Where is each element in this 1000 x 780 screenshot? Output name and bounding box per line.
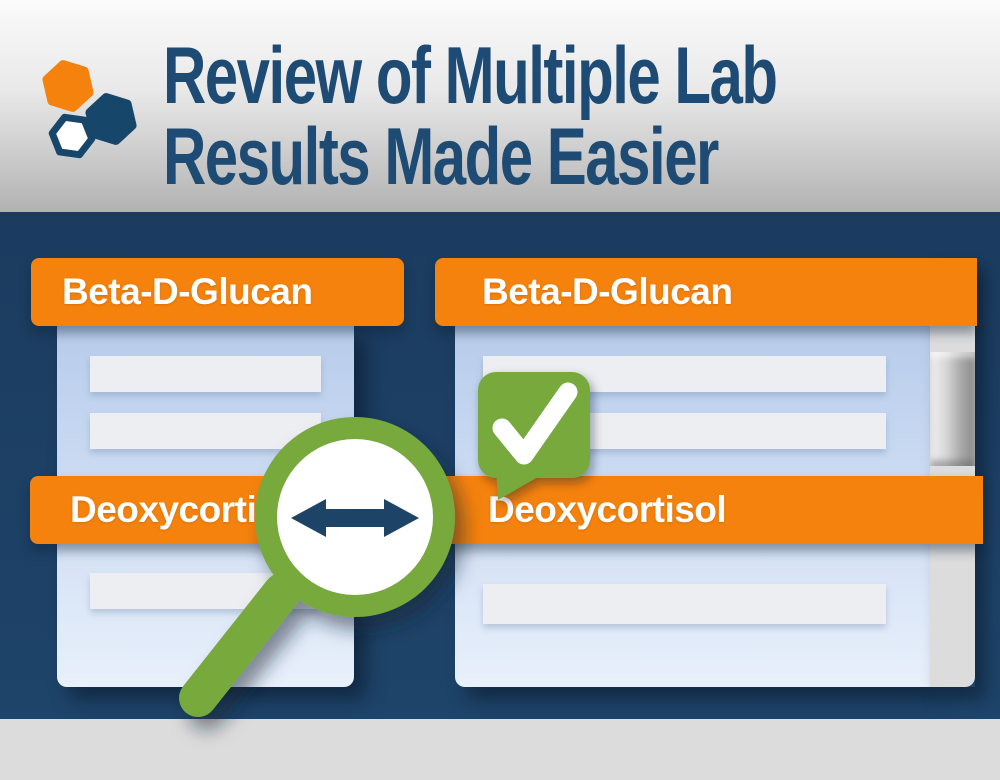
hexagon-white	[48, 113, 96, 159]
page-title-line-2: Results Made Easier	[163, 112, 719, 202]
hexagon-orange	[42, 60, 94, 112]
test-name-label: Beta-D-Glucan	[482, 271, 733, 312]
test-name-label: Deoxycortisol	[488, 489, 727, 530]
magnifier-icon	[179, 417, 455, 717]
hexagon-cluster-logo-icon	[42, 60, 137, 159]
header-band: Review of Multiple Lab Results Made Easi…	[0, 0, 1000, 212]
checkmark-icon	[492, 382, 578, 465]
placeholder-row	[90, 356, 321, 392]
test-name-label: Beta-D-Glucan	[62, 271, 313, 312]
magnifier-handle	[179, 573, 301, 717]
scrollbar-thumb	[930, 352, 975, 466]
placeholder-row	[483, 584, 886, 624]
checkmark-badge-icon	[478, 372, 590, 500]
right-panel-test-header: Beta-D-Glucan	[435, 258, 977, 326]
left-panel-test-header: Beta-D-Glucan	[31, 258, 404, 326]
hexagon-navy	[85, 93, 137, 145]
placeholder-row	[90, 413, 321, 449]
footer-band	[0, 719, 1000, 780]
right-panel-test-row: Deoxycortisol	[435, 476, 983, 544]
page-title-line-1: Review of Multiple Lab	[163, 31, 778, 121]
left-right-arrow-icon	[291, 499, 419, 537]
